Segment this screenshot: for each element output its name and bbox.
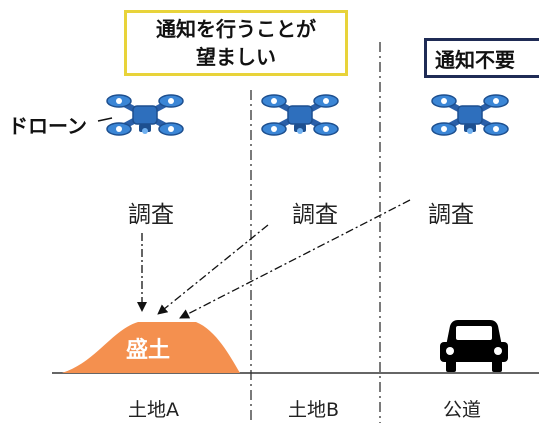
land-label-road: 公道 (443, 399, 482, 421)
survey-arrow-road (179, 199, 411, 319)
drone-label: ドローン (8, 114, 87, 138)
notification-recommended-line-2: 望ましい (196, 45, 276, 69)
landfill-mound (62, 322, 240, 373)
survey-label-land-a: 調査 (128, 202, 174, 228)
drone-icon (431, 94, 509, 136)
notification-not-required-box: 通知不要 (424, 38, 539, 78)
survey-label-road: 調査 (428, 202, 474, 228)
land-label-b: 土地B (288, 399, 340, 421)
notification-not-required-label: 通知不要 (435, 47, 515, 72)
survey-label-land-b: 調査 (292, 202, 338, 228)
notification-recommended-line-1: 通知を行うことが (156, 17, 316, 41)
drone-icon (106, 94, 184, 136)
car-icon (440, 320, 508, 372)
notification-recommended-box: 通知を行うことが 望ましい (124, 10, 348, 76)
drone-icon (261, 94, 339, 136)
land-label-a: 土地A (128, 399, 179, 421)
landfill-label: 盛土 (126, 338, 171, 363)
survey-arrow-b (157, 224, 269, 315)
